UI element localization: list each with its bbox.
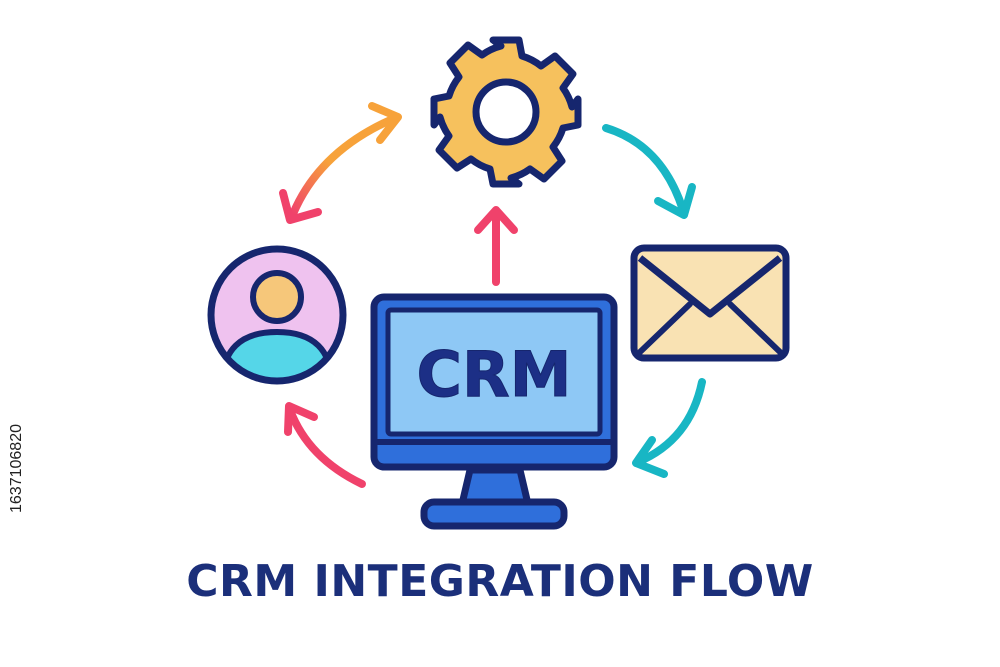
arrow-crm-settings [474, 206, 518, 286]
arrow-email-crm [632, 378, 706, 478]
envelope-icon [630, 244, 790, 362]
gear-icon [430, 36, 582, 188]
monitor-icon: CRM [370, 293, 618, 530]
screen-label: CRM [417, 338, 572, 411]
arrow-customer-settings [279, 102, 402, 224]
diagram-title: CRM INTEGRATION FLOW [186, 556, 814, 607]
arrow-crm-customer [284, 402, 366, 488]
arrow-settings-email [602, 124, 696, 219]
user-avatar-icon [207, 245, 347, 385]
stock-id-text: 1637106820 [8, 424, 25, 513]
